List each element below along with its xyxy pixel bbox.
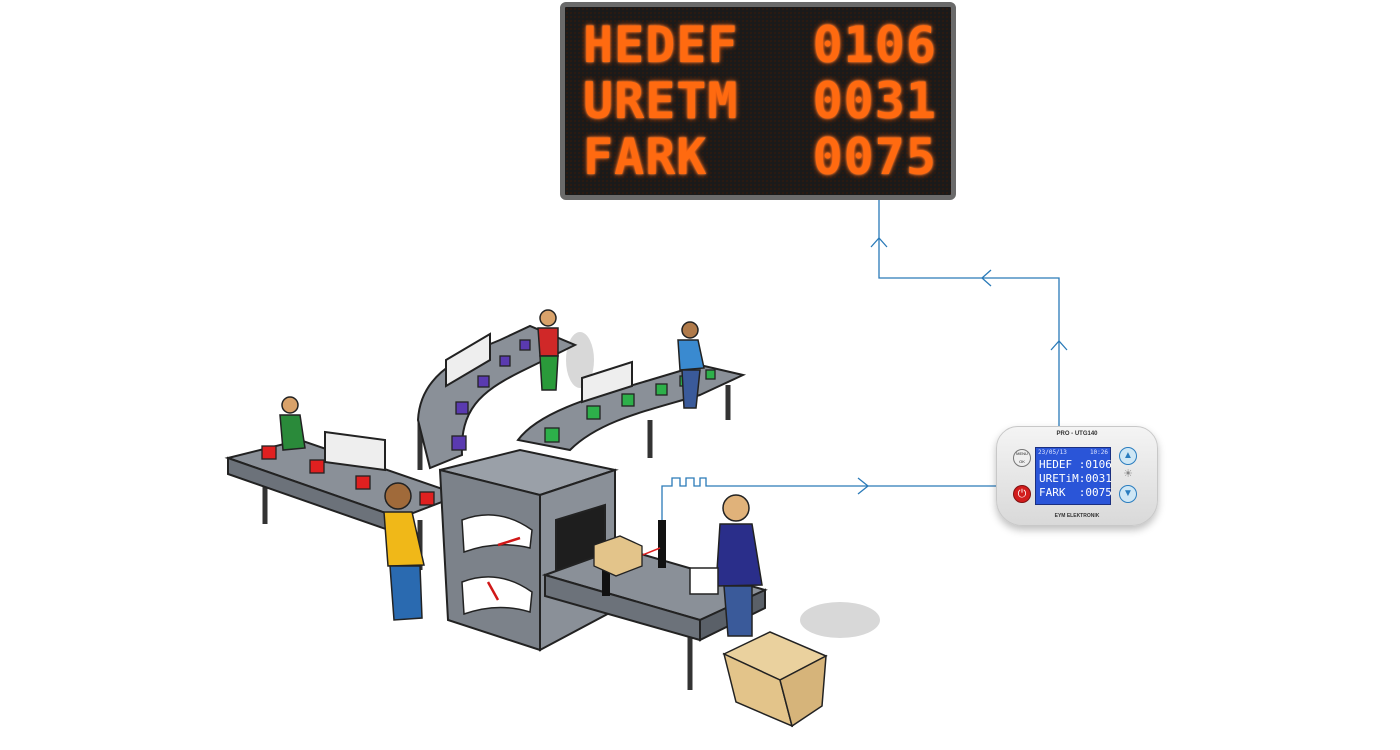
lcd-status-bar: 23/05/13 10:26 (1038, 449, 1108, 456)
signal-line-board (878, 200, 1060, 426)
arrow-up-icon (1050, 340, 1068, 351)
led-value: 0106 (812, 16, 937, 74)
carton (722, 631, 828, 728)
sensor-pulse-line (661, 477, 996, 528)
arrow-left-icon (981, 269, 992, 287)
menu-ok-icon[interactable]: MENU OK (1013, 449, 1031, 467)
led-value: 0075 (812, 128, 937, 186)
middle-conveyor (416, 324, 578, 470)
lcd-line-produced: URETiM:0031 (1039, 472, 1112, 485)
led-value: 0031 (812, 72, 937, 130)
arrow-right-icon (857, 477, 870, 495)
clipboard (689, 567, 719, 595)
power-icon[interactable]: ⏻ (1013, 485, 1031, 503)
led-row-produced: URETM 0031 (583, 72, 937, 130)
lcd-time: 10:26 (1089, 449, 1108, 456)
worker-blue (677, 321, 705, 409)
sensor-post (658, 520, 666, 568)
device-maker: EYM ELEKTRONIK (1054, 513, 1100, 519)
device-screen: 23/05/13 10:26 HEDEF :0106 URETiM:0031 F… (1035, 447, 1112, 505)
led-label: HEDEF (583, 16, 739, 74)
arrow-up-icon[interactable]: ▲ (1119, 447, 1137, 465)
worker-navy (689, 494, 763, 637)
arrow-up-icon (870, 237, 888, 248)
production-counter-device: PRO - UTG140 MENU OK ⏻ 23/05/13 10:26 HE… (996, 426, 1158, 526)
worker-green (279, 396, 306, 451)
led-row-difference: FARK 0075 (583, 128, 937, 186)
led-label: URETM (583, 72, 739, 130)
worker-yellow (383, 482, 425, 621)
lcd-line-difference: FARK :0075 (1039, 486, 1112, 499)
led-label: FARK (583, 128, 708, 186)
inspection-machine (438, 448, 619, 652)
worker-red (537, 309, 559, 391)
workers (279, 309, 763, 637)
led-row-target: HEDEF 0106 (583, 16, 937, 74)
sensor-post (602, 560, 610, 596)
light-icon[interactable]: ☀ (1123, 468, 1133, 480)
lcd-date: 23/05/13 (1038, 449, 1067, 456)
device-model: PRO - UTG140 (1056, 431, 1098, 437)
led-display-board: HEDEF 0106 URETM 0031 FARK 0075 (560, 2, 956, 200)
arrow-down-icon[interactable]: ▼ (1119, 485, 1137, 503)
lcd-line-target: HEDEF :0106 (1039, 458, 1112, 471)
